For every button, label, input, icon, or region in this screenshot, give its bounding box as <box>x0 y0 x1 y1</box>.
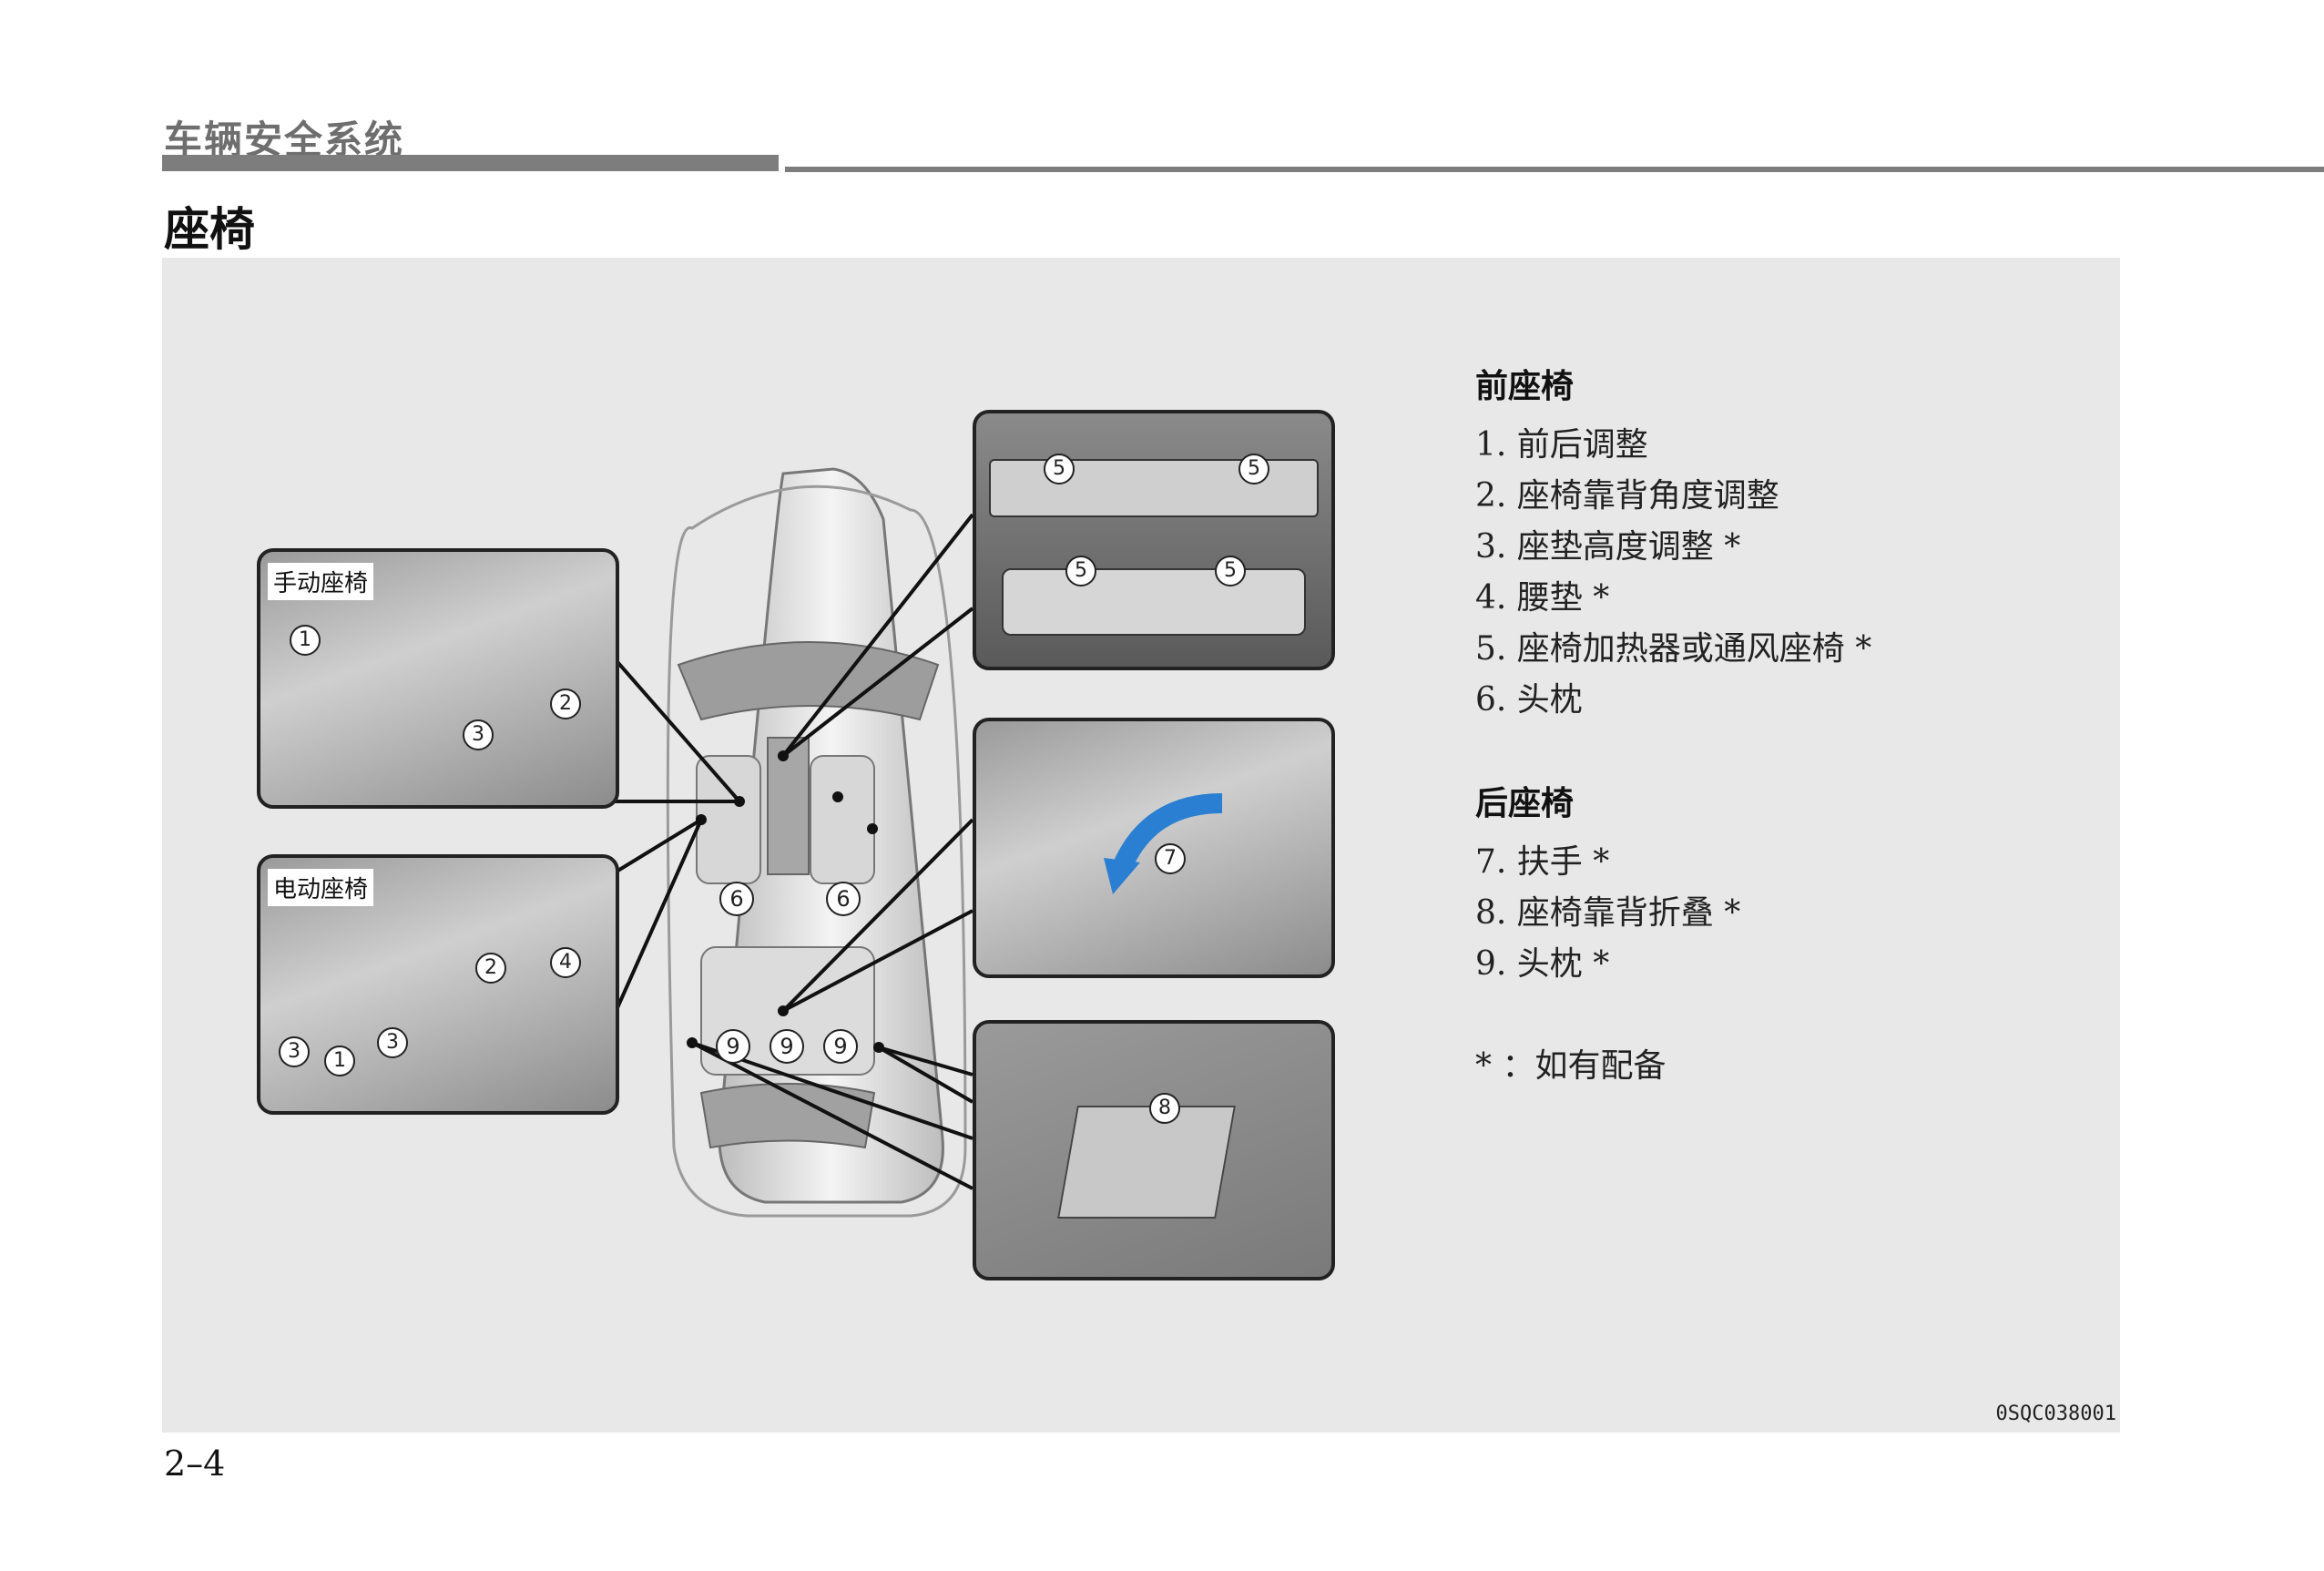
section-title: 车辆安全系统 <box>164 117 405 162</box>
callout-5: 5 <box>1215 556 1246 587</box>
callout-3: 3 <box>463 719 494 750</box>
center-console <box>767 737 810 875</box>
heater-switch-row-2 <box>1002 568 1306 636</box>
callout-6-right: 6 <box>826 882 861 916</box>
manual-seat-panel: 手动座椅 1 2 3 <box>257 548 619 809</box>
front-seat-title: 前座椅 <box>1475 368 1575 405</box>
callout-6-left: 6 <box>719 882 754 916</box>
callout-4: 4 <box>550 947 581 978</box>
seat-heater-panel: 5 5 5 5 <box>973 410 1335 670</box>
callout-2: 2 <box>475 953 506 984</box>
seatback-fold-panel: 8 <box>973 1020 1335 1280</box>
callout-9-center: 9 <box>770 1029 804 1064</box>
car-outline <box>666 485 967 1218</box>
legend-item: 7. 扶手 * <box>1475 843 1610 881</box>
callout-8: 8 <box>1149 1093 1180 1124</box>
legend-item: 9. 头枕 * <box>1475 945 1610 983</box>
rear-window <box>699 1083 876 1149</box>
armrest-panel: 7 <box>973 718 1335 978</box>
legend-item: 4. 腰垫 * <box>1475 579 1610 617</box>
armrest-arrow-icon <box>1104 793 1223 894</box>
power-seat-label: 电动座椅 <box>268 869 374 906</box>
legend-note: * ：如有配备 <box>1475 1047 1667 1085</box>
legend-item: 5. 座椅加热器或通风座椅 * <box>1475 630 1872 668</box>
callout-3: 3 <box>377 1027 408 1058</box>
rear-seat-title: 后座椅 <box>1475 785 1575 822</box>
callout-2: 2 <box>550 689 581 719</box>
callout-7: 7 <box>1155 843 1186 874</box>
callout-9-right: 9 <box>823 1029 858 1064</box>
legend-item: 1. 前后调整 <box>1475 426 1648 464</box>
callout-5: 5 <box>1238 454 1269 485</box>
legend-item: 2. 座椅靠背角度调整 <box>1475 477 1779 515</box>
header-bar <box>162 155 779 171</box>
manual-seat-label: 手动座椅 <box>268 563 374 600</box>
callout-5: 5 <box>1065 556 1096 587</box>
callout-5: 5 <box>1044 454 1075 485</box>
leader-lines <box>610 513 974 1190</box>
callout-9-left: 9 <box>716 1029 750 1064</box>
callout-3: 3 <box>279 1036 310 1067</box>
power-seat-panel: 电动座椅 2 4 3 1 3 <box>257 854 619 1115</box>
front-right-seat <box>810 755 875 884</box>
fold-lever <box>1057 1106 1236 1219</box>
page-title: 座椅 <box>164 203 255 256</box>
legend-item: 3. 座垫高度调整 * <box>1475 528 1741 566</box>
windshield <box>677 641 940 721</box>
legend-item: 8. 座椅靠背折叠 * <box>1475 894 1741 932</box>
callout-1: 1 <box>324 1046 355 1076</box>
page-number: 2–4 <box>164 1443 226 1484</box>
legend-item: 6. 头枕 <box>1475 681 1583 719</box>
seat-legend: 前座椅 1. 前后调整 2. 座椅靠背角度调整 3. 座垫高度调整 * 4. 腰… <box>1475 360 1871 1092</box>
header-rule <box>785 167 2324 172</box>
callout-1: 1 <box>290 625 321 656</box>
figure-code: 0SQC038001 <box>1995 1403 2116 1425</box>
